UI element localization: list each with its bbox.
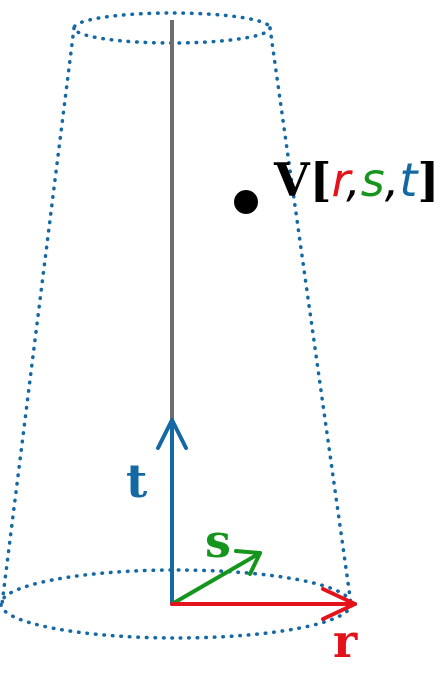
comma-2: , [385,153,400,207]
truncated-cone [0,11,353,640]
t-axis-label: t [126,454,148,508]
point-v-label: V[r,s,t] [273,153,439,207]
label-s-coord: s [361,153,385,207]
close-bracket: ] [417,153,439,207]
point-v-symbol: V [273,153,311,207]
r-axis-arrow [170,587,357,621]
cone-right-edge [268,26,353,606]
open-bracket: [ [310,153,332,207]
t-axis-arrow [156,418,188,606]
r-axis-label: r [333,614,358,668]
s-axis-label: s [205,514,231,568]
cone-left-edge [0,26,76,606]
label-t-coord: t [399,153,419,207]
comma-1: , [346,153,361,207]
s-axis-arrow [170,549,262,606]
point-v-dot [234,190,258,214]
